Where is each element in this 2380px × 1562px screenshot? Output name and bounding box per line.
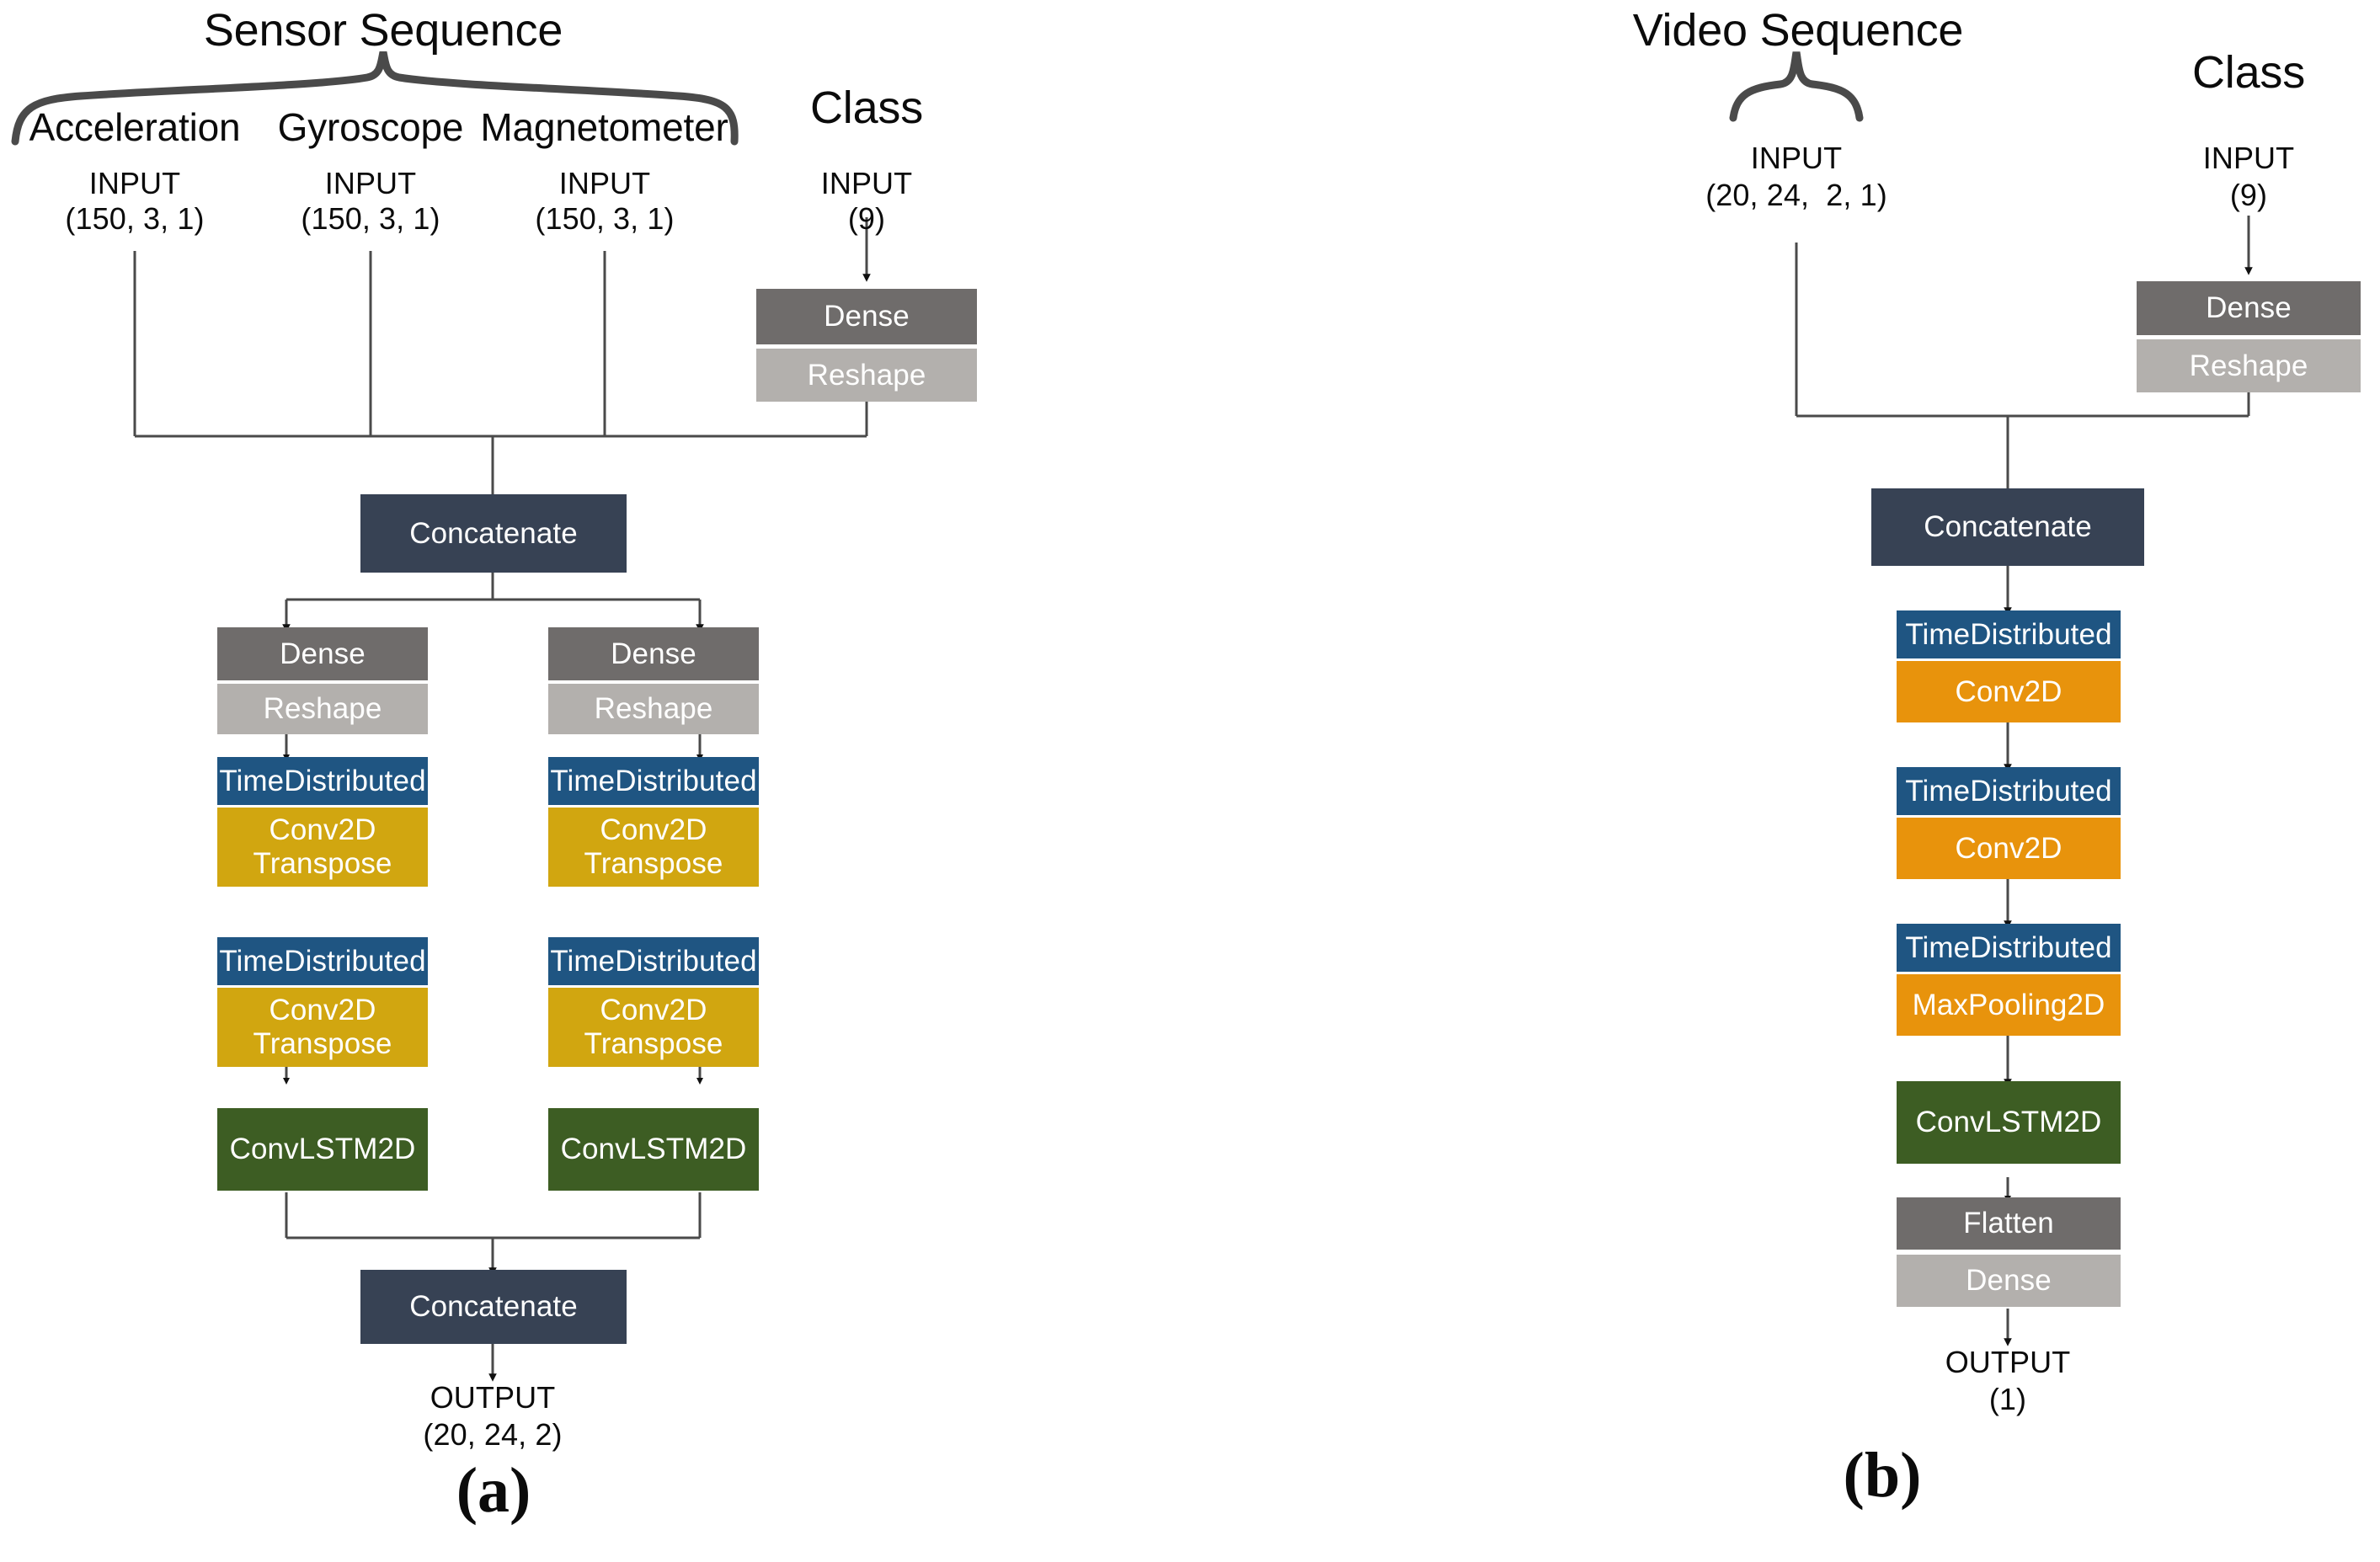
layer-block-concatenate-bottom-a[interactable]: Concatenate bbox=[360, 1270, 627, 1344]
layer-block-maxpooling2d-b[interactable]: MaxPooling2D bbox=[1897, 974, 2121, 1036]
class-input-shape-b: (9) bbox=[2229, 178, 2268, 212]
video-sequence-title: Video Sequence bbox=[1632, 5, 1964, 56]
output-label-a: OUTPUT bbox=[430, 1380, 556, 1415]
layer-block-flatten-b[interactable]: Flatten bbox=[1897, 1197, 2121, 1250]
sensor-sequence-title: Sensor Sequence bbox=[203, 5, 563, 56]
layer-block-timedistributed-2-left-a[interactable]: TimeDistributed bbox=[217, 937, 428, 985]
class-title-b: Class bbox=[2191, 47, 2306, 98]
layer-block-dense-left-a[interactable]: Dense bbox=[217, 627, 428, 680]
layer-block-convlstm2d-left-a[interactable]: ConvLSTM2D bbox=[217, 1108, 428, 1191]
output-shape-b: (1) bbox=[1988, 1382, 2027, 1416]
layer-block-reshape-class-b[interactable]: Reshape bbox=[2137, 339, 2361, 392]
panel-letter-a: (a) bbox=[456, 1455, 531, 1526]
class-title-a: Class bbox=[809, 83, 924, 133]
stream-title-gyroscope: Gyroscope bbox=[277, 105, 464, 149]
class-input-label-a: INPUT bbox=[820, 166, 913, 200]
layer-block-timedistributed-2-right-a[interactable]: TimeDistributed bbox=[548, 937, 759, 985]
input-shape-magnetometer: (150, 3, 1) bbox=[535, 201, 675, 236]
layer-block-timedistributed-3-b[interactable]: TimeDistributed bbox=[1897, 924, 2121, 972]
layer-block-conv2d-1-b[interactable]: Conv2D bbox=[1897, 661, 2121, 722]
video-input-shape: (20, 24, 2, 1) bbox=[1705, 178, 1887, 212]
layer-block-reshape-left-a[interactable]: Reshape bbox=[217, 684, 428, 734]
layer-block-dense-b[interactable]: Dense bbox=[1897, 1255, 2121, 1307]
layer-block-dense-right-a[interactable]: Dense bbox=[548, 627, 759, 680]
layer-block-reshape-right-a[interactable]: Reshape bbox=[548, 684, 759, 734]
layer-block-conv2d-2-b[interactable]: Conv2D bbox=[1897, 818, 2121, 879]
panel-letter-b: (b) bbox=[1843, 1440, 1922, 1511]
layer-block-timedistributed-1-left-a[interactable]: TimeDistributed bbox=[217, 757, 428, 805]
input-shape-gyroscope: (150, 3, 1) bbox=[301, 201, 440, 236]
stream-title-magnetometer: Magnetometer bbox=[480, 105, 728, 149]
layer-block-reshape-class-a[interactable]: Reshape bbox=[756, 349, 977, 402]
layer-block-dense-class-b[interactable]: Dense bbox=[2137, 281, 2361, 335]
video-input-label: INPUT bbox=[1750, 141, 1843, 175]
class-input-label-b: INPUT bbox=[2202, 141, 2295, 175]
class-input-shape-a: (9) bbox=[847, 201, 886, 236]
input-label-acceleration: INPUT bbox=[88, 166, 181, 200]
layer-block-timedistributed-1-b[interactable]: TimeDistributed bbox=[1897, 610, 2121, 658]
layer-block-dense-class-a[interactable]: Dense bbox=[756, 289, 977, 344]
input-label-magnetometer: INPUT bbox=[558, 166, 651, 200]
output-shape-a: (20, 24, 2) bbox=[423, 1417, 563, 1452]
input-shape-acceleration: (150, 3, 1) bbox=[65, 201, 205, 236]
layer-block-convlstm2d-right-a[interactable]: ConvLSTM2D bbox=[548, 1108, 759, 1191]
input-label-gyroscope: INPUT bbox=[324, 166, 417, 200]
layer-block-concatenate-top-b[interactable]: Concatenate bbox=[1871, 488, 2144, 566]
layer-block-concatenate-top-a[interactable]: Concatenate bbox=[360, 494, 627, 573]
layer-block-convlstm2d-b[interactable]: ConvLSTM2D bbox=[1897, 1081, 2121, 1164]
layer-block-timedistributed-1-right-a[interactable]: TimeDistributed bbox=[548, 757, 759, 805]
stream-title-acceleration: Acceleration bbox=[29, 105, 241, 149]
layer-block-timedistributed-2-b[interactable]: TimeDistributed bbox=[1897, 767, 2121, 815]
output-label-b: OUTPUT bbox=[1945, 1345, 2071, 1379]
